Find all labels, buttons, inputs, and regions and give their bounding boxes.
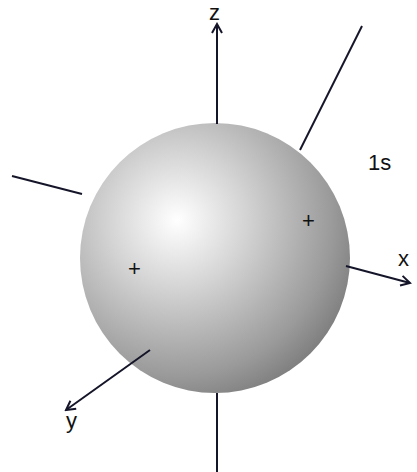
orbital-sphere	[80, 123, 350, 393]
axis-label: y	[66, 410, 77, 432]
y-axis	[66, 350, 150, 410]
sign-label: +	[302, 210, 315, 232]
x-axis-back	[12, 176, 82, 194]
axis-label: z	[209, 2, 220, 24]
z-axis	[216, 24, 218, 124]
sign-label: +	[128, 258, 141, 280]
axis-label: x	[398, 248, 409, 270]
z-axis-bottom	[216, 393, 218, 472]
y-axis-back	[300, 26, 362, 150]
orbital-label: 1s	[368, 152, 391, 174]
